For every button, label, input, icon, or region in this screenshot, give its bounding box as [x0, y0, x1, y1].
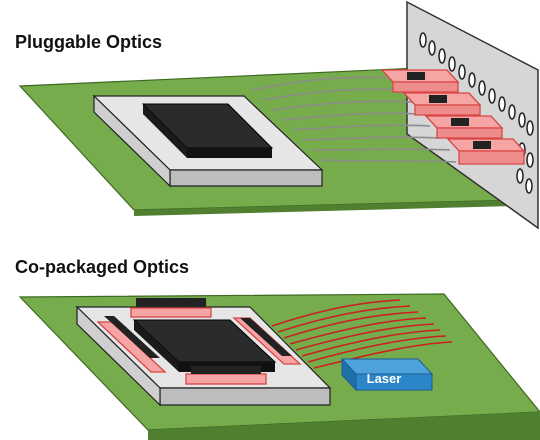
pluggable-switch-chip: [141, 103, 274, 158]
pluggable-optics-title: Pluggable Optics: [15, 32, 163, 52]
laser-block: [340, 357, 434, 392]
copackaged-optical-fibers: [271, 299, 453, 369]
pluggable-switch-package: [92, 94, 324, 188]
pluggable-module: [380, 69, 460, 93]
optical-engine-left: [96, 316, 167, 373]
pluggable-module: [424, 115, 504, 139]
copackaged-optics-title: Co-packaged Optics: [15, 257, 190, 277]
pluggable-module: [446, 138, 526, 165]
pluggable-module: [402, 92, 482, 116]
pluggable-electrical-traces: [251, 76, 457, 163]
optical-engine-right: [232, 317, 302, 365]
optical-engine-bottom: [185, 366, 267, 385]
optical-engine-top: [130, 298, 212, 318]
laser-label: Laser: [366, 371, 402, 386]
